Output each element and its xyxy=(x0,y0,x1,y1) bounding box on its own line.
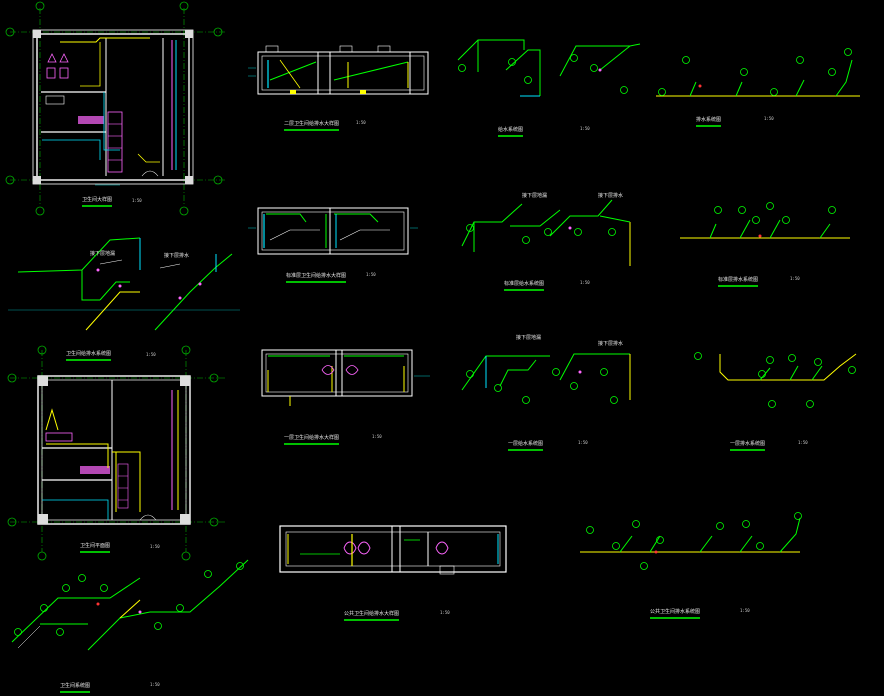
drawing-title: 一层排水系统图 xyxy=(730,440,766,451)
title-underline xyxy=(718,285,759,287)
drawing-title: 标准层排水系统图 xyxy=(718,276,759,287)
plan-left-lower xyxy=(7,345,225,561)
system-right-r1a xyxy=(457,39,641,97)
drawing-scale: 1:50 xyxy=(580,280,590,285)
axis-bubble xyxy=(35,1,45,11)
plan-strip-row3 xyxy=(261,349,430,406)
drawing-scale: 1:50 xyxy=(150,682,160,687)
drawing-title-text: 一层给水系统图 xyxy=(508,441,544,447)
drawing-scale: 1:50 xyxy=(372,434,382,439)
drawing-scale: 1:50 xyxy=(790,276,800,281)
drawing-scale: 1:50 xyxy=(150,544,160,549)
drawing-scale: 1:50 xyxy=(146,352,156,357)
drawing-title: 卫生间平面图 xyxy=(80,542,111,553)
drawing-title-text: 标准层排水系统图 xyxy=(718,277,759,283)
axis-bubble xyxy=(213,175,223,185)
plan-strip-row4 xyxy=(279,525,507,575)
plan-strip-row1 xyxy=(248,45,429,95)
title-underline xyxy=(696,125,722,127)
drawing-title-text: 标准层给水系统图 xyxy=(504,281,545,287)
drawing-title: 标准层卫生间给排水大样图 xyxy=(286,272,347,283)
drawing-title-text: 卫生间系统图 xyxy=(60,683,91,689)
title-underline xyxy=(508,449,544,451)
axis-bubble xyxy=(35,206,45,216)
drawing-title-text: 公共卫生间给排水大样图 xyxy=(344,611,400,617)
title-underline xyxy=(504,289,545,291)
drawing-title-text: 卫生间平面图 xyxy=(80,543,111,549)
drawing-scale: 1:50 xyxy=(132,198,142,203)
title-underline xyxy=(286,281,347,283)
drawing-title-text: 卫生间大样图 xyxy=(82,197,113,203)
drawing-scale: 1:50 xyxy=(764,116,774,121)
title-underline xyxy=(284,129,340,131)
riser-label: 接下层排水 xyxy=(164,253,190,259)
system-right-r3b xyxy=(694,352,857,408)
title-underline xyxy=(60,691,91,693)
title-underline xyxy=(284,443,340,445)
title-underline xyxy=(344,619,400,621)
drawing-title: 卫生间系统图 xyxy=(60,682,91,693)
axis-bubble xyxy=(7,373,17,383)
axis-bubble xyxy=(37,551,47,561)
system-right-r3a xyxy=(461,353,631,404)
drawing-title-text: 给水系统图 xyxy=(498,127,524,133)
drawing-scale: 1:50 xyxy=(366,272,376,277)
drawing-scale: 1:50 xyxy=(740,608,750,613)
system-bottom-left xyxy=(11,559,249,651)
drawing-title-text: 二层卫生间给排水大样图 xyxy=(284,121,340,127)
drawing-title-text: 标准层卫生间给排水大样图 xyxy=(286,273,347,279)
drawing-title: 公共卫生间给排水大样图 xyxy=(344,610,400,621)
title-underline xyxy=(650,617,701,619)
drawing-title: 一层给水系统图 xyxy=(508,440,544,451)
drawing-title-text: 排水系统图 xyxy=(696,117,722,123)
drawing-scale: 1:50 xyxy=(356,120,366,125)
axis-bubble xyxy=(179,206,189,216)
riser-label: 接下层地漏 xyxy=(90,251,116,257)
drawing-title: 标准层给水系统图 xyxy=(504,280,545,291)
drawing-title-text: 一层排水系统图 xyxy=(730,441,766,447)
title-underline xyxy=(80,551,111,553)
plan-top-left xyxy=(5,1,225,216)
axis-bubble xyxy=(181,551,191,561)
axis-bubble xyxy=(179,1,189,11)
axis-bubble xyxy=(181,345,191,355)
drawing-title: 卫生间大样图 xyxy=(82,196,113,207)
drawing-title: 二层卫生间给排水大样图 xyxy=(284,120,340,131)
riser-label: 接下层排水 xyxy=(598,341,624,347)
drawing-title-text: 卫生间给排水系统图 xyxy=(66,351,112,357)
axis-bubble xyxy=(5,27,15,37)
plan-strip-row2 xyxy=(248,207,418,255)
axis-bubble xyxy=(213,27,223,37)
drawing-title-text: 公共卫生间排水系统图 xyxy=(650,609,701,615)
drawing-scale: 1:50 xyxy=(580,126,590,131)
drawing-title: 公共卫生间排水系统图 xyxy=(650,608,701,619)
title-underline xyxy=(82,205,113,207)
title-underline xyxy=(730,449,766,451)
drawing-scale: 1:50 xyxy=(578,440,588,445)
system-right-r1b xyxy=(656,48,860,97)
riser-label: 接下层地漏 xyxy=(516,335,542,341)
title-underline xyxy=(66,359,112,361)
axis-bubble xyxy=(5,175,15,185)
system-right-r2b xyxy=(680,202,850,239)
system-left-middle xyxy=(8,237,240,331)
drawing-title: 给水系统图 xyxy=(498,126,524,137)
system-right-r4 xyxy=(580,512,802,570)
riser-label: 接下层排水 xyxy=(598,193,624,199)
drawing-title: 一层卫生间给排水大样图 xyxy=(284,434,340,445)
axis-bubble xyxy=(209,373,219,383)
system-right-r2a xyxy=(461,199,631,266)
axis-bubble xyxy=(7,517,17,527)
drawing-title: 排水系统图 xyxy=(696,116,722,127)
riser-label: 接下层地漏 xyxy=(522,193,548,199)
drawing-title-text: 一层卫生间给排水大样图 xyxy=(284,435,340,441)
drawing-scale: 1:50 xyxy=(798,440,808,445)
axis-bubble xyxy=(209,517,219,527)
axis-bubble xyxy=(37,345,47,355)
drawing-title: 卫生间给排水系统图 xyxy=(66,350,112,361)
drawing-scale: 1:50 xyxy=(440,610,450,615)
title-underline xyxy=(498,135,524,137)
